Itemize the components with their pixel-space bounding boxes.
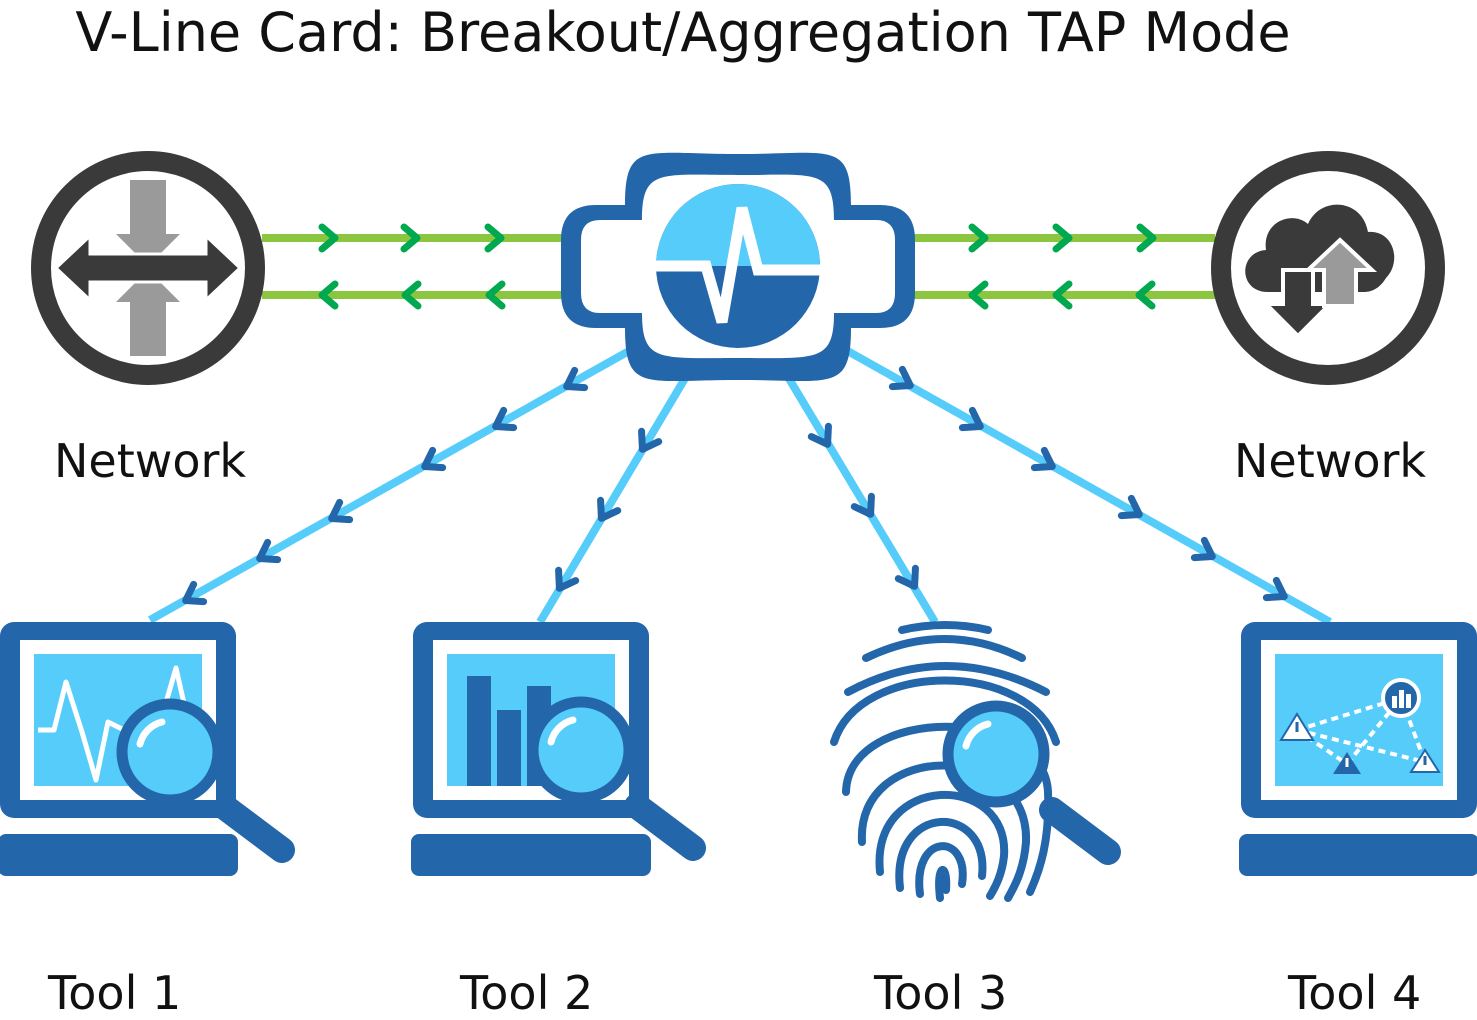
tool-3-label: Tool 3: [874, 966, 1008, 1020]
tool-1-label: Tool 1: [48, 966, 182, 1020]
fingerprint-magnifier-icon: [830, 621, 1108, 902]
link-tap-to-right-network: [905, 227, 1215, 306]
page-title: V-Line Card: Breakout/Aggregation TAP Mo…: [75, 1, 1291, 64]
link-tap-to-tool-4: [826, 336, 1332, 626]
link-left-network-to-tap: [262, 227, 570, 306]
cloud-upload-download-icon: [1211, 151, 1445, 385]
monitor-bar-chart-magnifier-icon: [411, 622, 693, 876]
network-left-label: Network: [54, 434, 247, 488]
tool-4-label: Tool 4: [1288, 966, 1422, 1020]
link-tap-to-tool-2: [536, 367, 694, 625]
network-right-label: Network: [1234, 434, 1427, 488]
tap-device-pulse-icon: [561, 152, 915, 382]
monitor-waveform-magnifier-icon: [0, 622, 282, 876]
link-tap-to-tool-1: [148, 338, 647, 624]
monitor-network-map-icon: [1239, 622, 1477, 876]
link-tap-to-tool-3: [781, 369, 939, 625]
tool-2-label: Tool 2: [460, 966, 594, 1020]
router-arrows-icon: [31, 151, 265, 385]
